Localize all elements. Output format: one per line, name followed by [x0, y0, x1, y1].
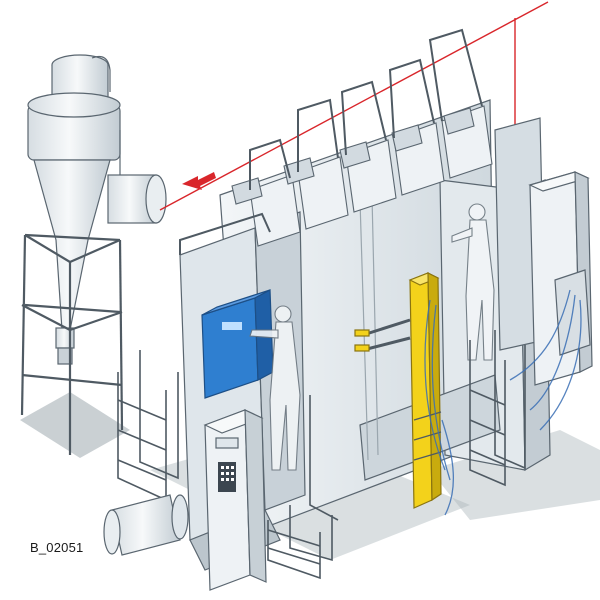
figure-code-label: B_02051: [30, 540, 84, 555]
control-panel-blue: [201, 289, 274, 399]
return-duct: [103, 494, 189, 556]
airflow-arrow: [182, 172, 216, 190]
powder-hoses: [424, 289, 582, 516]
access-stairs: [117, 330, 526, 580]
electrical-cabinet: [203, 409, 267, 591]
cyclone-support-frame: [20, 233, 124, 455]
cyclone-separator: [27, 54, 167, 365]
powder-feed-centre: [528, 171, 593, 386]
filter-cartridges: [231, 105, 493, 247]
operator-figures: [249, 203, 495, 471]
filter-frames: [179, 28, 483, 255]
